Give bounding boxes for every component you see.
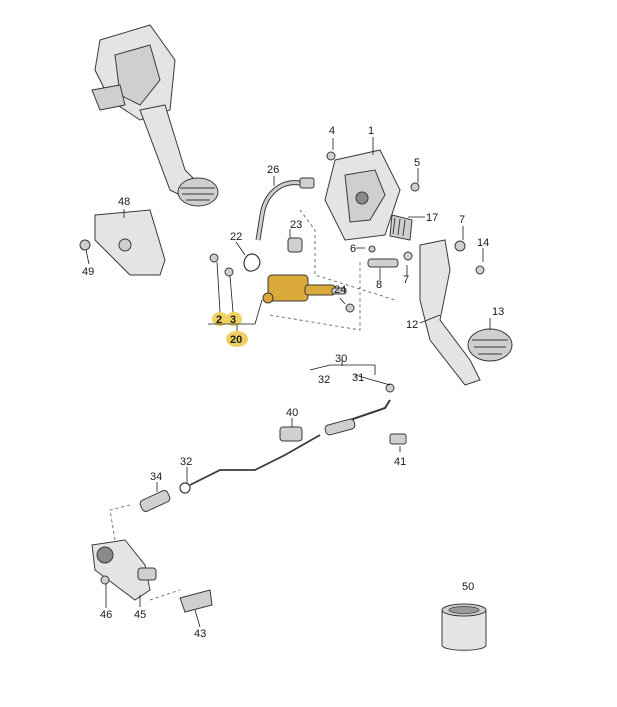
callout-43: 43 (194, 628, 206, 640)
callout-7a: 7 (459, 214, 465, 226)
callout-34: 34 (150, 471, 162, 483)
clutch-pedal (419, 239, 513, 386)
callout-40: 40 (286, 407, 298, 419)
callout-7b: 7 (403, 274, 409, 286)
callout-17: 17 (426, 212, 438, 224)
callout-32b: 32 (180, 456, 192, 468)
pedal-assembly-top-left (91, 24, 219, 207)
callout-26: 26 (267, 164, 279, 176)
clutch-master-cylinder (209, 253, 355, 313)
callout-32a: 32 (318, 374, 330, 386)
callout-48: 48 (118, 196, 130, 208)
callout-30: 30 (335, 353, 347, 365)
pipe-clip (279, 426, 407, 445)
callout-1: 1 (368, 125, 374, 137)
callout-23: 23 (290, 219, 302, 231)
pivot-bolt (367, 245, 413, 268)
callout-labels: 1 2 3 4 5 6 7 7 8 12 13 14 17 20 22 23 2… (82, 125, 504, 640)
bracket-plate (79, 209, 166, 276)
callout-45: 45 (134, 609, 146, 621)
highlight-markers (212, 312, 248, 347)
sleeve (441, 603, 487, 651)
callout-3: 3 (230, 314, 236, 326)
rubber-boot (389, 214, 413, 241)
pressure-pipe (189, 383, 395, 486)
callout-8: 8 (376, 279, 382, 291)
hose (255, 177, 315, 241)
pedal-bracket (324, 149, 420, 241)
callout-5: 5 (414, 157, 420, 169)
assembly-lines (109, 209, 396, 601)
callout-41: 41 (394, 456, 406, 468)
callout-6: 6 (350, 243, 356, 255)
callout-2: 2 (216, 314, 222, 326)
callout-31: 31 (352, 372, 364, 384)
slave-cylinder-connector (139, 482, 191, 512)
slave-cylinder (91, 539, 213, 613)
leader-lines (85, 137, 491, 628)
callout-24: 24 (334, 284, 346, 296)
clip-and-cap (243, 237, 303, 272)
callout-49: 49 (82, 266, 94, 278)
callout-4: 4 (329, 125, 335, 137)
callout-14: 14 (477, 237, 489, 249)
callout-50: 50 (462, 581, 474, 593)
callout-12: 12 (406, 319, 418, 331)
callout-13: 13 (492, 306, 504, 318)
callout-46: 46 (100, 609, 112, 621)
callout-22: 22 (230, 231, 242, 243)
callout-20: 20 (230, 334, 242, 346)
